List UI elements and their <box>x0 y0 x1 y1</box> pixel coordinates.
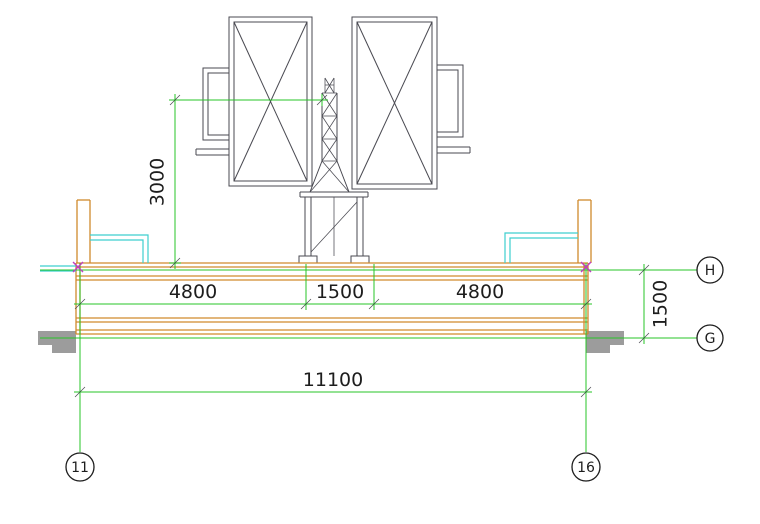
beam-end-markers <box>72 261 592 273</box>
wall-section-right <box>586 331 624 353</box>
dim-4800-right-label: 4800 <box>456 281 504 303</box>
equipment-box-right <box>351 16 471 190</box>
wall-hatch <box>52 345 76 353</box>
wall-hatch <box>586 345 610 353</box>
grid-bubble-h <box>696 256 724 284</box>
base-plate-left <box>298 255 318 264</box>
dim-11100-label: 11100 <box>303 369 363 391</box>
grid-bubble-h-label: H <box>705 263 716 279</box>
grid-bubble-g-label: G <box>705 331 716 347</box>
grid-bubbles: H G 11 16 <box>65 256 724 482</box>
dim-1500-center-label: 1500 <box>316 281 364 303</box>
grid-bubble-16 <box>571 452 601 482</box>
grid-bubble-11-label: 11 <box>71 460 89 476</box>
support-truss <box>298 77 370 264</box>
base-plate-right <box>350 255 370 264</box>
dim-3000-label: 3000 <box>147 158 169 206</box>
dimensions: 3000 4800 1500 4800 11100 1500 <box>73 93 672 399</box>
dim-1500-right-label: 1500 <box>650 280 672 328</box>
beam-assembly <box>75 199 592 335</box>
equipment-box-left <box>195 16 313 187</box>
cyan-flashing <box>40 232 578 272</box>
grid-bubble-11 <box>65 452 95 482</box>
grid-bubble-16-label: 16 <box>577 460 595 476</box>
wall-section-left <box>38 331 76 353</box>
dim-4800-left-label: 4800 <box>169 281 217 303</box>
grid-lines <box>40 263 697 452</box>
grid-bubble-g <box>696 324 724 352</box>
